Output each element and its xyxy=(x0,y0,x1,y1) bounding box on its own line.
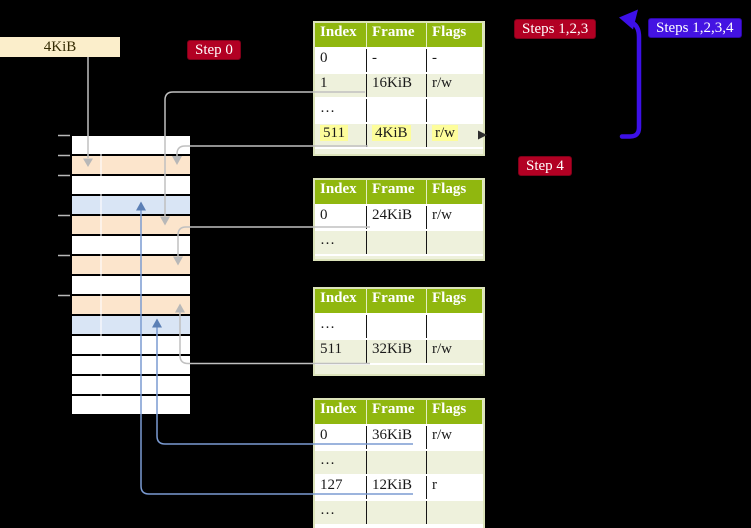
table-cell xyxy=(367,501,427,524)
table-cell xyxy=(427,231,483,254)
table-row: … xyxy=(315,229,483,254)
memory-row-11-white xyxy=(72,335,190,354)
steps-loop-arrowhead xyxy=(619,9,638,30)
table-cell: 16KiB xyxy=(367,74,427,97)
column-header-index: Index xyxy=(315,180,367,204)
table-cell xyxy=(367,231,427,254)
steps-loop-arrow xyxy=(619,9,642,139)
table-cell: … xyxy=(315,315,367,338)
badge-step-4: Step 4 xyxy=(518,156,572,176)
table-cell: 24KiB xyxy=(367,206,427,229)
memory-row-7-orange xyxy=(72,255,190,274)
table-cell: 127 xyxy=(315,476,367,499)
memory-row-5-orange xyxy=(72,215,190,234)
table-row: … xyxy=(315,97,483,122)
table-cell: 0 xyxy=(315,426,367,449)
table-cell xyxy=(367,99,427,122)
table-clipped-row xyxy=(315,147,483,154)
table-cell xyxy=(367,315,427,338)
badge-steps-1-2-3-4: Steps 1,2,3,4 xyxy=(648,18,742,38)
table-cell: - xyxy=(367,49,427,72)
memory-row-4-blue xyxy=(72,195,190,214)
column-header-index: Index xyxy=(315,23,367,47)
page-size-label: 4KiB xyxy=(0,37,120,57)
table-cell: 511 xyxy=(315,124,367,147)
table-row: … xyxy=(315,313,483,338)
memory-row-13-white xyxy=(72,375,190,394)
table-cell: r/w xyxy=(432,207,452,223)
table-cell xyxy=(427,451,483,474)
table-cell: - xyxy=(432,50,437,66)
table-cell: 511 xyxy=(315,340,367,363)
table-cell xyxy=(427,99,483,122)
memory-row-3-white xyxy=(72,175,190,194)
memory-row-2-orange xyxy=(72,155,190,174)
column-header-index: Index xyxy=(315,400,367,424)
column-header-flags: Flags xyxy=(427,289,483,313)
table-cell xyxy=(427,501,483,524)
memory-row-12-white xyxy=(72,355,190,374)
memory-row-9-orange xyxy=(72,295,190,314)
memory-row-6-white xyxy=(72,235,190,254)
table-cell: 12KiB xyxy=(367,476,427,499)
table-clipped-row xyxy=(315,524,483,528)
column-header-frame: Frame xyxy=(367,289,427,313)
memory-row-14-white xyxy=(72,395,190,414)
table-clipped-row xyxy=(315,363,483,374)
table-cell: r/w xyxy=(432,341,452,357)
table-cell xyxy=(427,315,483,338)
table-cell: r/w xyxy=(432,427,452,443)
table-cell: … xyxy=(315,501,367,524)
memory-row-1-white xyxy=(72,135,190,154)
highlighted-value: 4KiB xyxy=(372,125,411,141)
table-cell: 1 xyxy=(315,74,367,97)
memory-row-10-blue xyxy=(72,315,190,334)
table-cell: … xyxy=(315,231,367,254)
table-row: … xyxy=(315,449,483,474)
table-clipped-row xyxy=(315,254,483,259)
table-cell: r xyxy=(432,477,437,493)
highlighted-value: r/w xyxy=(432,125,458,141)
column-header-flags: Flags xyxy=(427,23,483,47)
column-header-frame: Frame xyxy=(367,23,427,47)
table-cell: … xyxy=(315,451,367,474)
table-cell: 36KiB xyxy=(367,426,427,449)
table-row: … xyxy=(315,499,483,524)
table-row: 0-- xyxy=(315,47,483,72)
table-row: 511 4KiB r/w xyxy=(315,122,483,147)
column-header-flags: Flags xyxy=(427,180,483,204)
table-cell: 0 xyxy=(315,206,367,229)
column-header-frame: Frame xyxy=(367,400,427,424)
table-cell: … xyxy=(315,99,367,122)
column-header-flags: Flags xyxy=(427,400,483,424)
memory-strip xyxy=(72,135,190,416)
table-cell: r/w xyxy=(427,124,483,147)
table-cell: r/w xyxy=(432,75,452,91)
table-cell: 0 xyxy=(315,49,367,72)
table-cell: 32KiB xyxy=(367,340,427,363)
table-cell: 4KiB xyxy=(367,124,427,147)
column-header-index: Index xyxy=(315,289,367,313)
table-cell xyxy=(367,451,427,474)
badge-step-0: Step 0 xyxy=(187,40,241,60)
column-header-frame: Frame xyxy=(367,180,427,204)
memory-row-8-white xyxy=(72,275,190,294)
badge-steps-1-2-3: Steps 1,2,3 xyxy=(514,19,597,39)
highlighted-value: 511 xyxy=(320,125,348,141)
memory-tick-marks xyxy=(58,134,70,297)
